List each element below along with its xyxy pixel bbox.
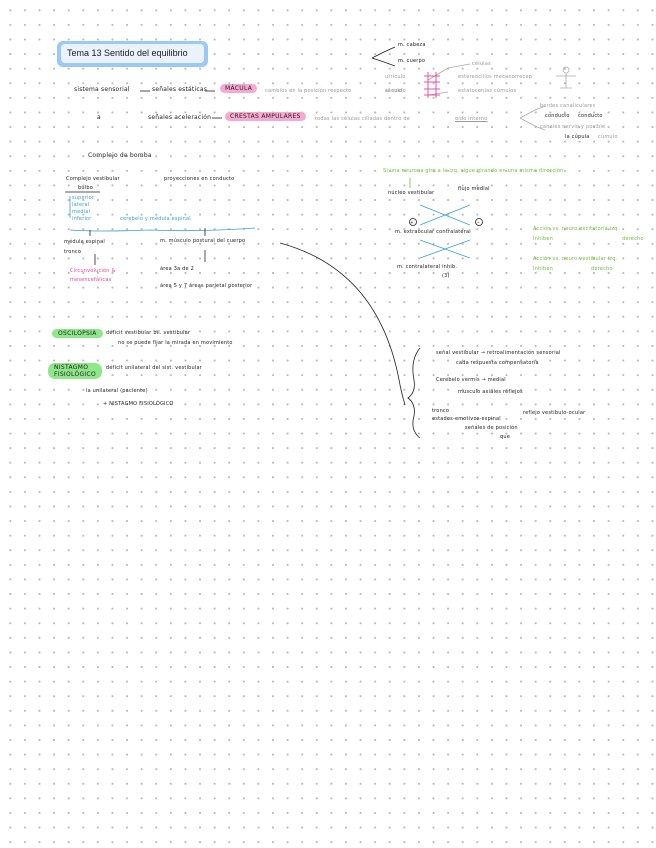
blue-item-3: medial [72,209,90,215]
svg-text:+: + [411,220,414,226]
gray-rr1: bordes canaliculares [540,103,595,109]
osc-text2: no se puede fijar la mirada en movimient… [118,340,233,346]
nistagmo-text3: + NISTAGMO FISIOLÓGICO [103,401,174,407]
plus-label2: flujo medial [458,186,490,192]
minus-label: m. extraocular contralateral [395,229,471,235]
left-heading: Complejo de bomba [88,152,152,159]
nistagmo-line2: FISIOLÓGICO [54,371,96,378]
gray-r2: estereocilios mecanorrecep [458,74,532,80]
green-r3: derecho [622,236,644,242]
branch-a: m. cabeza [398,42,426,48]
nistagmo-line1: NISTAGMO [54,364,96,371]
blue-item-1: superior [72,195,94,201]
left-line1b: proyecciones en conducto [164,176,234,182]
utriculo: utrículo [385,74,406,80]
gray-rr3: conducto [545,113,570,119]
saculo: sáculo [385,88,402,94]
gray-rr2: conducto [578,113,603,119]
sub-left2: tronco [64,249,81,255]
sub-left: médula espinal [64,239,105,245]
nistagmo-text1: déficit unilateral del sist. vestibular [106,365,202,371]
gray-rr5: la cúpula [565,134,590,140]
green-r5: Inhiben [533,266,553,272]
row2-tail: todas las células ciliadas dentro de [315,116,410,122]
brace-item-3b: estados-emotivos-espinal [432,416,501,422]
row1-tail: cambios en la posición respecto [265,88,351,94]
left-line1: Complejo vestibular [66,176,120,182]
row2-mid: señales aceleración [148,114,211,121]
brace-item-3e: reflejo vestibulo-ocular [523,410,585,416]
nistagmo-text2: la unilateral (paciente) [86,388,148,394]
svg-text:−: − [477,220,480,226]
left-r1: área 3a de 2 [160,266,194,272]
osc-highlight: OSCILOPSIA [52,329,103,338]
bottom-label2: (3) [442,273,450,279]
crestas-highlight: CRESTAS AMPULARES [225,112,306,121]
macula-highlight: MÁCULA [220,84,257,93]
brace-item-2b: musculo axiales reflejos [458,389,523,395]
green-r4: Acción vs. neuro vestibular izq. [533,256,617,262]
row2-tail-underlined: oído interno [455,116,487,122]
brace-item-3d: que [500,434,510,440]
plus-label: núcleo vestibular [388,190,434,196]
row1-mid: señales estáticas [152,86,207,93]
green-r1: Acción vs. neuro excitatoria izq. [533,226,619,232]
brace-item-2: Cerebelo vermis → medial [436,377,506,383]
blue-item-5: cerebelo y médula espinal [120,216,191,222]
pink-note-2: mesencefálicas [70,277,111,283]
osc-text1: déficit vestibular bil. vestibular [106,330,190,336]
brace-item-1: señal vestibular → retroalimentación sen… [436,350,561,356]
branch-b: m. cuerpo [398,58,425,64]
row2-left: a [97,114,101,121]
gray-rr6: cúmulo [598,134,618,140]
green-r6: derecho [591,266,613,272]
gray-rr4: canales nervio y posible [540,124,605,130]
left-r2: área 5 y 7 áreas parietal posterior [160,283,252,289]
gray-r3: estatoconias cúmulos [458,88,516,94]
blue-item-4: inferior [72,216,92,222]
sub-right: m. músculo postural del cuerpo [160,238,245,244]
green-r2: Inhiben [533,236,553,242]
blue-item-2: lateral [72,202,89,208]
row1-left: sistema sensorial [74,86,130,93]
gray-r1: células [472,61,491,67]
left-line2: bulbo [78,185,93,191]
brace-item-3: tronco [432,408,449,414]
brace-item-1b: cada respuesta compensatoria [456,360,539,366]
ear-figure-icon [556,67,576,88]
pink-note-1: Circunvolución & [70,268,116,274]
brace-item-3c: señales de posición [465,425,518,431]
nistagmo-highlight: NISTAGMO FISIOLÓGICO [48,363,102,379]
green-top: Si una neurona gira a la izq. sigue gira… [383,168,564,174]
bottom-label: m. contralateral inhib. [397,264,457,270]
